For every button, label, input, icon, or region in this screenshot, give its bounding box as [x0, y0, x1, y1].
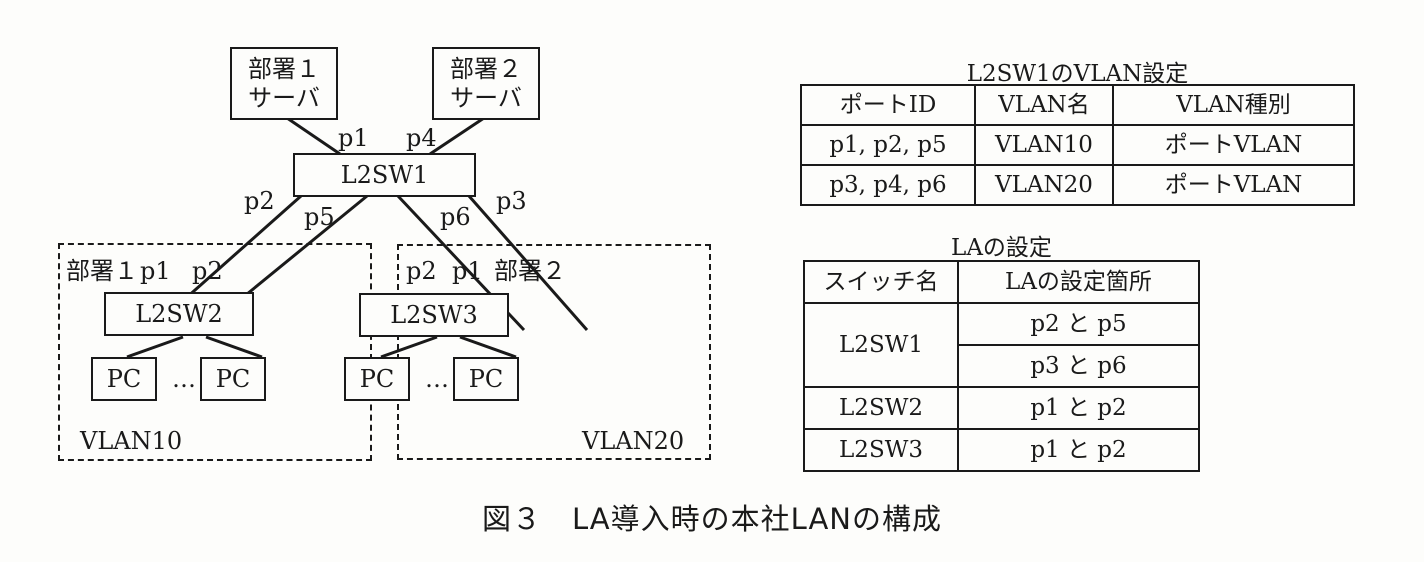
switch-l2sw3-label: L2SW3	[390, 300, 478, 329]
server-dept1-line1: 部署１	[248, 54, 320, 83]
port-label-core-p5: p5	[304, 203, 335, 231]
zone-dept1	[58, 243, 372, 461]
port-label-core-p2: p2	[244, 187, 275, 215]
vlan-table-title: L2SW1のVLAN設定	[966, 61, 1189, 87]
switch-l2sw1-label: L2SW1	[340, 160, 429, 189]
zone-vlan10-label: VLAN10	[80, 427, 183, 455]
link-l2sw2-pc1	[126, 335, 184, 359]
pc-label: PC	[468, 364, 504, 393]
port-label-l2sw3-p2: p2	[406, 257, 437, 285]
server-dept1-line2: サーバ	[248, 83, 320, 112]
zone-dept2-label: 部署２	[494, 257, 566, 285]
table-cell: VLAN20	[974, 164, 1114, 206]
header-cell: VLAN種別	[1112, 84, 1355, 126]
ellipsis: …	[425, 365, 449, 393]
zone-dept2	[397, 244, 711, 460]
pc-dept2-b: PC	[453, 357, 519, 401]
table-cell: p1 と p2	[957, 428, 1200, 472]
port-label-l2sw2-p1: p1	[140, 257, 171, 285]
link-l2sw1-p3	[467, 195, 589, 331]
port-label-core-p6: p6	[440, 203, 471, 231]
switch-l2sw2: L2SW2	[104, 292, 254, 336]
link-l2sw2-pc2	[205, 335, 263, 359]
vlan-table: ポートID VLAN名 VLAN種別 p1, p2, p5 VLAN10 ポート…	[800, 84, 1355, 206]
port-label-l2sw2-p2: p2	[192, 257, 223, 285]
server-dept2-line2: サーバ	[450, 83, 522, 112]
header-cell: スイッチ名	[803, 260, 959, 304]
port-label-l2sw3-p1: p1	[452, 257, 483, 285]
table-cell: ポートVLAN	[1112, 124, 1355, 166]
header-cell: LAの設定箇所	[957, 260, 1200, 304]
figure-caption: 図３ LA導入時の本社LANの構成	[481, 502, 942, 536]
link-server1-l2sw1	[286, 116, 341, 156]
table-row: L2SW2 p1 と p2	[803, 386, 1200, 430]
table-row: p3 と p6	[804, 344, 1200, 388]
table-row: p1, p2, p5 VLAN10 ポートVLAN	[800, 124, 1355, 166]
switch-l2sw2-label: L2SW2	[135, 299, 223, 328]
link-l2sw3-pc1	[380, 335, 438, 359]
table-cell: ポートVLAN	[1112, 164, 1355, 206]
la-table-title: LAの設定	[951, 235, 1052, 261]
table-cell: p1 と p2	[957, 386, 1200, 430]
zone-vlan20-label: VLAN20	[582, 427, 685, 455]
pc-label: PC	[215, 364, 251, 393]
header-cell: ポートID	[800, 84, 976, 126]
header-cell: VLAN名	[974, 84, 1114, 126]
pc-label: PC	[359, 364, 395, 393]
server-dept1: 部署１ サーバ	[230, 47, 338, 120]
table-row: L2SW1 p2 と p5	[803, 302, 1200, 388]
table-cell: p3 と p6	[957, 344, 1200, 388]
port-label-core-p3: p3	[496, 187, 527, 215]
server-dept2-line1: 部署２	[450, 54, 522, 83]
pc-dept1-b: PC	[200, 357, 266, 401]
table-row: p3, p4, p6 VLAN20 ポートVLAN	[800, 164, 1355, 206]
port-label-core-p4: p4	[406, 124, 437, 152]
table-header-row: スイッチ名 LAの設定箇所	[803, 260, 1200, 304]
pc-dept1-a: PC	[91, 357, 157, 401]
ellipsis: …	[172, 365, 196, 393]
table-cell: p2 と p5	[957, 302, 1200, 346]
table-cell: L2SW1	[803, 302, 959, 388]
pc-label: PC	[106, 364, 142, 393]
link-l2sw3-pc2	[459, 335, 517, 359]
pc-dept2-a: PC	[344, 357, 410, 401]
table-header-row: ポートID VLAN名 VLAN種別	[800, 84, 1355, 126]
link-server2-l2sw1	[429, 116, 485, 156]
server-dept2: 部署２ サーバ	[432, 47, 540, 120]
switch-l2sw3: L2SW3	[359, 293, 509, 337]
table-cell: L2SW3	[803, 428, 959, 472]
la-table: スイッチ名 LAの設定箇所 L2SW1 p2 と p5 p3 と p6 L2SW…	[803, 260, 1200, 472]
table-row: L2SW3 p1 と p2	[803, 428, 1200, 472]
switch-l2sw1: L2SW1	[293, 153, 476, 197]
table-cell: L2SW2	[803, 386, 959, 430]
table-cell: VLAN10	[974, 124, 1114, 166]
port-label-core-p1: p1	[338, 124, 369, 152]
table-cell: p1, p2, p5	[800, 124, 976, 166]
table-cell: p3, p4, p6	[800, 164, 976, 206]
zone-dept1-label: 部署１	[66, 257, 138, 285]
